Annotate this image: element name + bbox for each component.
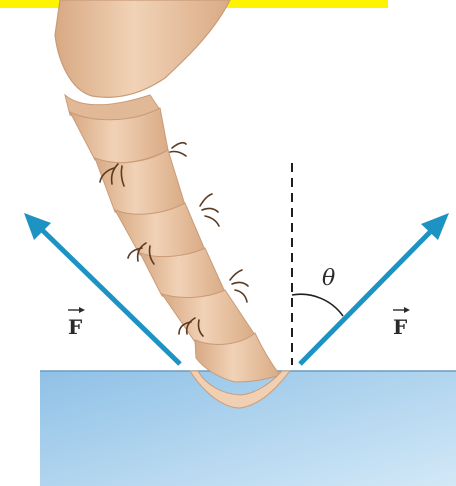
insect-leg [55,0,290,408]
water-surface [40,371,456,486]
vector-arrowhead-left [79,307,85,313]
leg-upper-segment [55,0,230,97]
force-label-left: F [68,315,82,339]
angle-label: θ [322,266,335,291]
vector-arrowhead-right [404,307,410,313]
force-label-left-group: F [68,307,85,339]
force-label-right-group: F [393,307,410,339]
leg-segment-4 [140,248,225,299]
force-arrow-right [300,226,436,364]
leg-segment-5 [162,290,255,345]
force-label-right: F [393,315,407,339]
angle-arc [292,294,343,316]
